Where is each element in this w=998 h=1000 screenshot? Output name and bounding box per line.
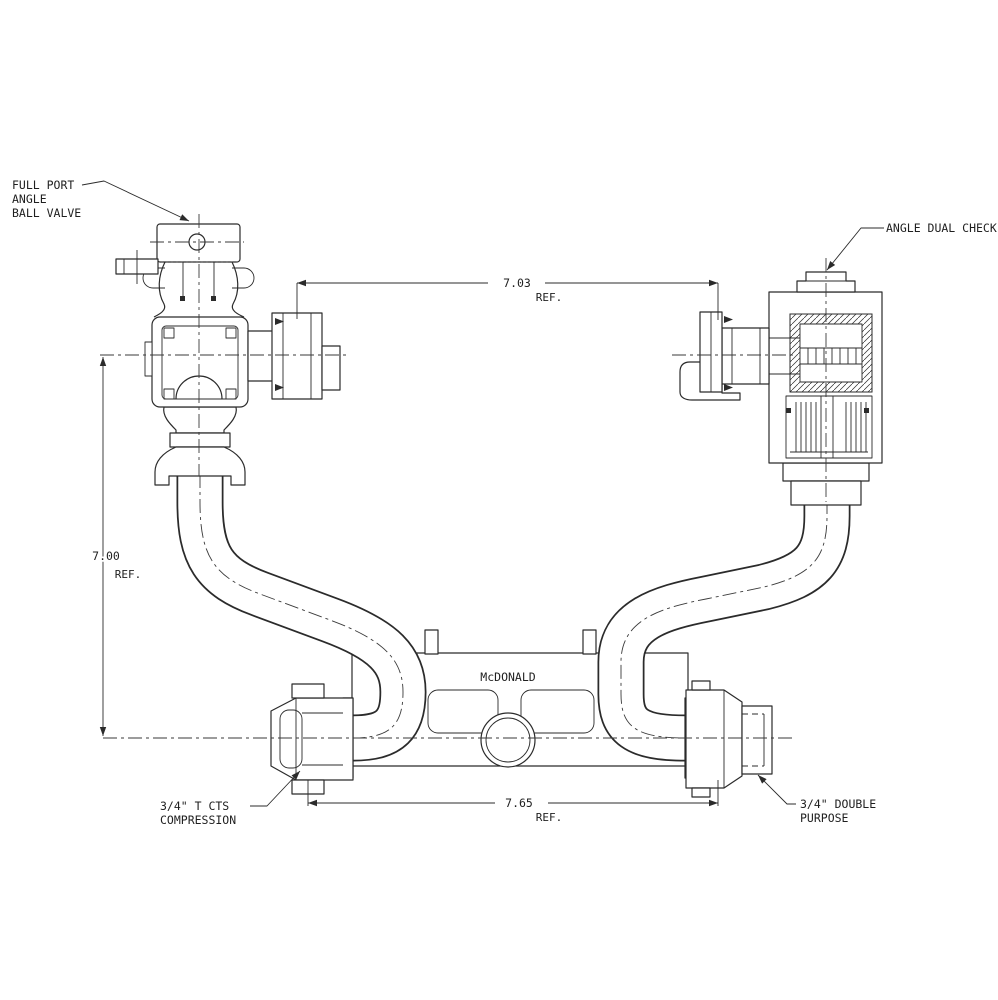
brand-text: McDONALD <box>480 670 535 684</box>
inlet-nut <box>721 327 770 385</box>
dp-nut-bottom-tab <box>691 787 711 798</box>
double-purpose-coupling <box>684 680 773 798</box>
label-compression: 3/4" T CTS COMPRESSION <box>160 770 301 827</box>
compression-coupling <box>270 683 354 795</box>
meter-nut-left <box>154 446 246 486</box>
label-double-purpose-line1: 3/4" DOUBLE <box>800 797 876 811</box>
right-riser-pipe <box>597 492 851 762</box>
yoke-center-boss <box>480 712 536 768</box>
compression-gripper <box>279 709 303 769</box>
dim-left-value: 7.00 <box>92 549 120 563</box>
label-ball-valve-line3: BALL VALVE <box>12 206 81 220</box>
dual-check-assembly <box>679 271 883 506</box>
label-dual-check: ANGLE DUAL CHECK <box>826 221 997 271</box>
dim-top-ref: REF. <box>536 291 563 304</box>
compression-nut-top-tab <box>291 683 325 699</box>
dual-check-cap <box>796 271 856 293</box>
label-ball-valve-line1: FULL PORT <box>12 178 74 192</box>
right-riser-centerline <box>620 500 828 739</box>
label-ball-valve-line2: ANGLE <box>12 192 47 206</box>
dp-male-thread-stub <box>741 705 773 775</box>
label-dual-check-text: ANGLE DUAL CHECK <box>886 221 997 235</box>
outlet-pipe <box>247 330 275 382</box>
ball-valve-body <box>151 316 249 408</box>
leader-double-purpose <box>757 774 796 805</box>
body-left-step <box>144 341 153 377</box>
dim-top-value: 7.03 <box>503 276 531 290</box>
left-riser-pipe <box>176 474 427 762</box>
left-riser-centerline <box>199 474 404 739</box>
dp-nut-top-tab <box>691 680 711 691</box>
check-spring-left <box>795 402 817 452</box>
dimension-bottom: 7.65 REF. <box>307 780 719 826</box>
outlet-stub <box>321 345 341 391</box>
yoke-center-bore <box>485 717 531 763</box>
leader-dual-check <box>826 227 884 271</box>
dim-bottom-ref: REF. <box>536 811 563 824</box>
ball-valve-assembly <box>115 223 341 486</box>
compression-nut <box>270 697 354 781</box>
check-spring-upper <box>807 348 857 364</box>
yoke-window-right <box>520 689 595 734</box>
label-compression-line2: COMPRESSION <box>160 813 236 827</box>
label-double-purpose: 3/4" DOUBLE PURPOSE <box>757 774 876 825</box>
dimension-left: 7.00 REF. <box>90 357 143 736</box>
label-compression-line1: 3/4" T CTS <box>160 799 229 813</box>
centerlines <box>100 214 827 739</box>
leader-ball-valve <box>81 180 190 222</box>
check-stem <box>820 395 834 459</box>
leader-compression <box>250 770 301 807</box>
label-ball-valve: FULL PORT ANGLE BALL VALVE <box>12 178 190 222</box>
label-double-purpose-line2: PURPOSE <box>800 811 849 825</box>
double-purpose-nut <box>685 689 743 789</box>
dim-bottom-value: 7.65 <box>505 796 533 810</box>
dimension-top: 7.03 REF. <box>296 274 719 320</box>
check-spring-right <box>845 402 867 452</box>
yoke-window-left <box>427 689 499 734</box>
yoke-shoulder-left <box>424 629 439 655</box>
ball-valve-waist <box>169 432 231 448</box>
yoke-shoulder-right <box>582 629 597 655</box>
dim-left-ref: REF. <box>115 568 142 581</box>
ball-valve-skirt <box>163 406 237 434</box>
